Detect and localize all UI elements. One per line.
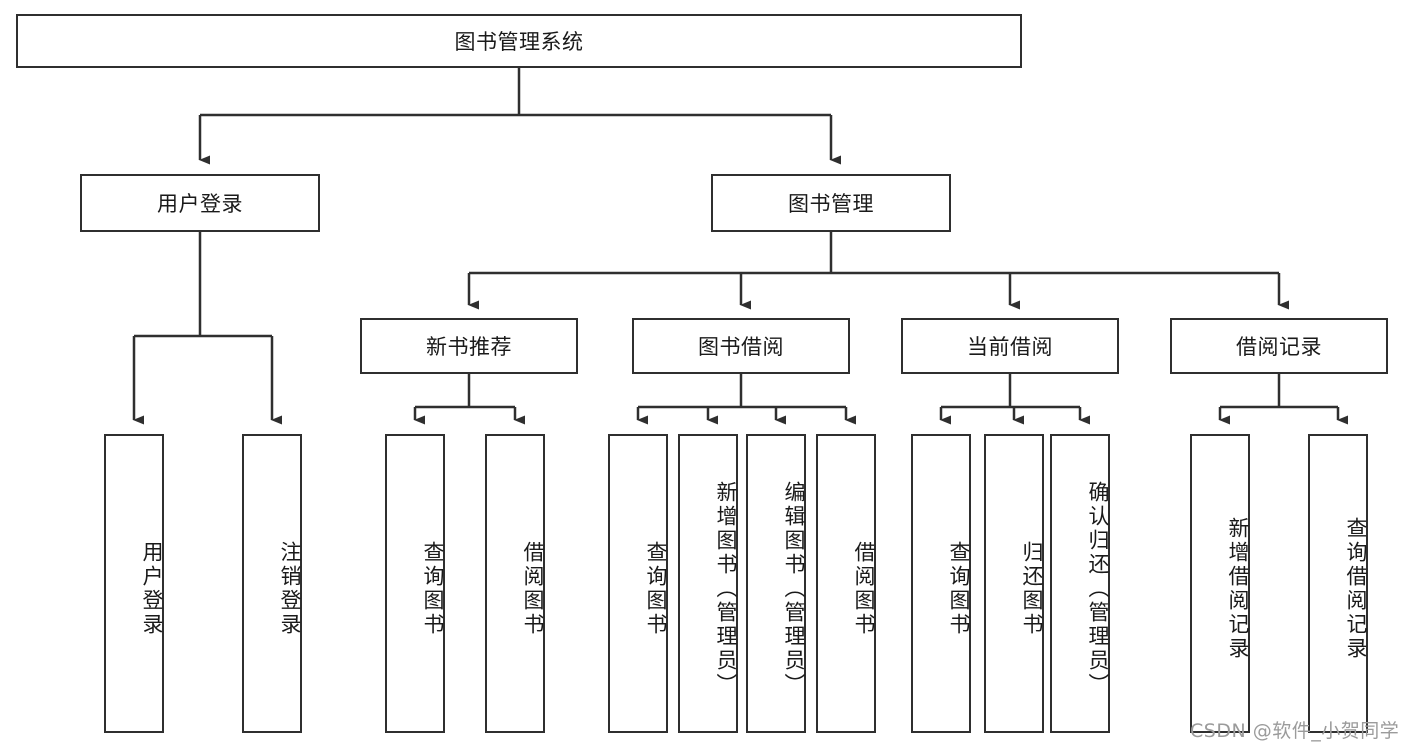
node-leaf-5[interactable]: 查询图书 [608, 434, 668, 733]
node-leaf-1-label: 用户登录 [140, 540, 164, 637]
node-leaf-9-label: 查询图书 [947, 540, 971, 637]
node-level3-2[interactable]: 图书借阅 [632, 318, 850, 374]
node-leaf-7-label: 编辑图书（管理员） [782, 480, 806, 697]
node-leaf-3-label: 查询图书 [421, 540, 445, 637]
node-leaf-1[interactable]: 用户登录 [104, 434, 164, 733]
node-root-label: 图书管理系统 [454, 30, 584, 54]
node-leaf-10-label: 归还图书 [1020, 540, 1044, 637]
node-leaf-10[interactable]: 归还图书 [984, 434, 1044, 733]
node-level3-1[interactable]: 新书推荐 [360, 318, 578, 374]
node-level2-1[interactable]: 用户登录 [80, 174, 320, 232]
node-leaf-12[interactable]: 新增借阅记录 [1190, 434, 1250, 733]
node-leaf-12-label: 新增借阅记录 [1226, 516, 1250, 661]
node-leaf-11-label: 确认归还（管理员） [1086, 480, 1110, 697]
node-level3-3-label: 当前借阅 [967, 335, 1053, 359]
node-leaf-9[interactable]: 查询图书 [911, 434, 971, 733]
node-level2-2[interactable]: 图书管理 [711, 174, 951, 232]
node-leaf-2-label: 注销登录 [278, 540, 302, 637]
node-leaf-2[interactable]: 注销登录 [242, 434, 302, 733]
node-leaf-8-label: 借阅图书 [852, 540, 876, 637]
node-level3-4-label: 借阅记录 [1236, 335, 1322, 359]
node-leaf-4[interactable]: 借阅图书 [485, 434, 545, 733]
node-leaf-11[interactable]: 确认归还（管理员） [1050, 434, 1110, 733]
node-root[interactable]: 图书管理系统 [16, 14, 1022, 68]
node-leaf-8[interactable]: 借阅图书 [816, 434, 876, 733]
node-leaf-6-label: 新增图书（管理员） [714, 480, 738, 697]
node-level3-1-label: 新书推荐 [426, 335, 512, 359]
node-leaf-7[interactable]: 编辑图书（管理员） [746, 434, 806, 733]
node-level3-3[interactable]: 当前借阅 [901, 318, 1119, 374]
node-leaf-13-label: 查询借阅记录 [1344, 516, 1368, 661]
connector-lines [132, 68, 1348, 425]
node-leaf-6[interactable]: 新增图书（管理员） [678, 434, 738, 733]
node-leaf-13[interactable]: 查询借阅记录 [1308, 434, 1368, 733]
node-level2-2-label: 图书管理 [788, 192, 874, 216]
node-leaf-4-label: 借阅图书 [521, 540, 545, 637]
node-leaf-5-label: 查询图书 [644, 540, 668, 637]
node-level3-4[interactable]: 借阅记录 [1170, 318, 1388, 374]
node-leaf-3[interactable]: 查询图书 [385, 434, 445, 733]
node-level3-2-label: 图书借阅 [698, 335, 784, 359]
node-level2-1-label: 用户登录 [157, 192, 243, 216]
